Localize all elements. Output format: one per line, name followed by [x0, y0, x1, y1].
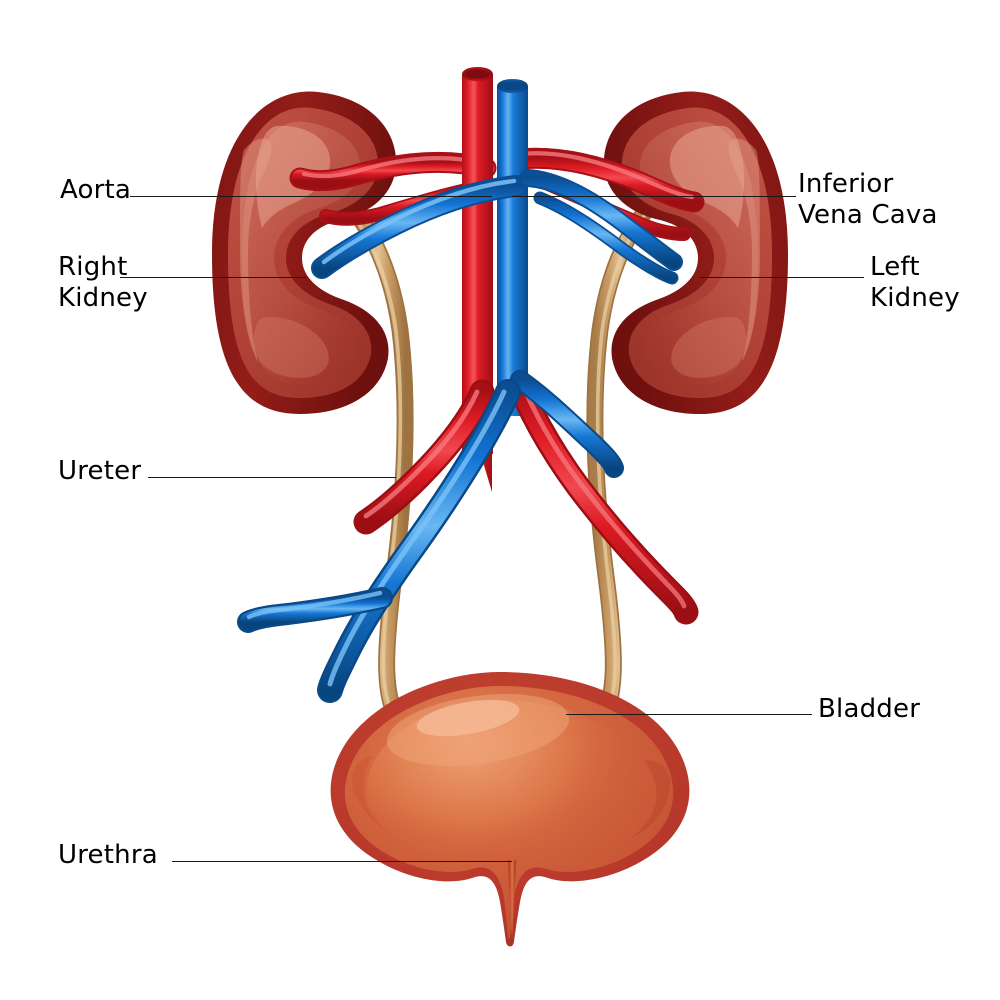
label-urethra: Urethra	[58, 840, 158, 870]
ureter-leader-line	[148, 477, 396, 478]
label-bladder: Bladder	[818, 694, 921, 724]
label-ureter: Ureter	[58, 456, 142, 486]
urethra	[508, 860, 516, 940]
left-kidney-leader-line	[700, 277, 864, 278]
right-kidney	[212, 91, 397, 415]
label-left-kidney: Left Kidney	[870, 252, 960, 313]
label-inferior-vena-cava: Inferior Vena Cava	[798, 169, 938, 230]
aorta-leader-line	[130, 196, 492, 197]
bladder	[330, 672, 690, 947]
label-right-kidney: Right Kidney	[58, 252, 148, 313]
iliac-veins	[237, 370, 624, 703]
inferior-vena-cava-leader-line	[512, 196, 796, 197]
right-kidney-leader-line	[120, 277, 306, 278]
inferior-vena-cava	[497, 79, 528, 416]
urethra-leader-line	[172, 861, 512, 862]
right-ureter	[343, 199, 414, 735]
bladder-leader-line	[566, 714, 812, 715]
iliac-arteries	[353, 373, 699, 625]
label-aorta: Aorta	[60, 175, 132, 205]
renal-veins	[311, 169, 683, 285]
